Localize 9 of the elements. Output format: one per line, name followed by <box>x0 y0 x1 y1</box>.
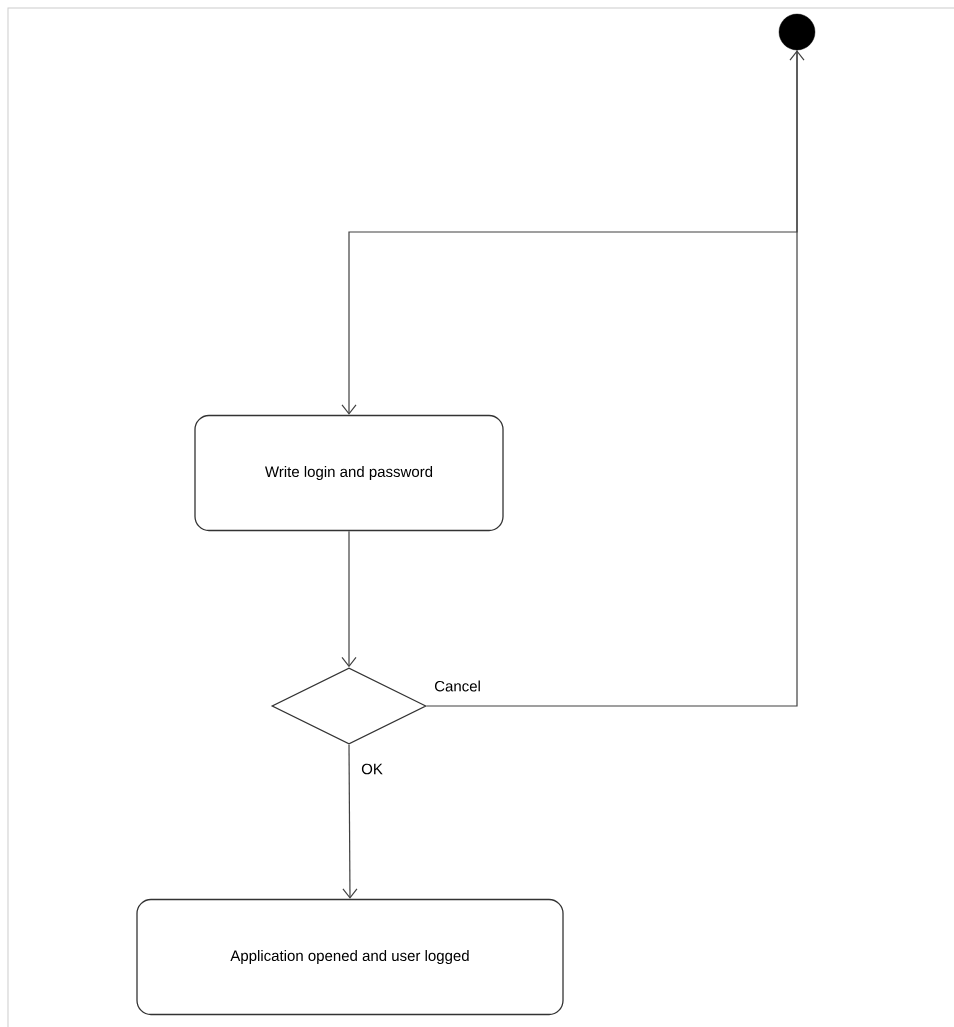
arrow <box>341 530 357 668</box>
arrow <box>342 744 358 899</box>
action-box: Application opened and user logged <box>136 898 564 1016</box>
arrow <box>426 50 805 707</box>
edge-label: OK <box>360 762 384 776</box>
edge-label: Cancel <box>433 679 482 693</box>
initial-node <box>778 13 816 51</box>
arrow <box>341 49 798 415</box>
action-box: Write login and password <box>194 414 504 532</box>
